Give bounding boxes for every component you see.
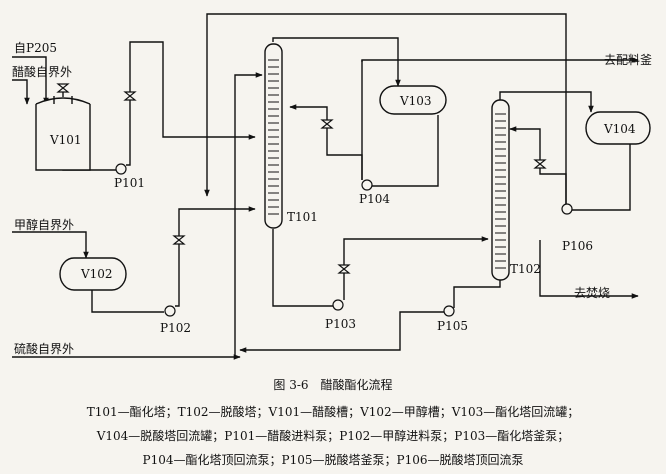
label-from-p205: 自P205 [14,41,57,55]
line-v102-to-p102 [91,290,164,313]
label-v102: V102 [81,267,113,281]
pump-p103[interactable] [332,299,344,311]
line-p104-reflux [289,104,363,180]
t101-column [264,43,283,229]
label-t101: T101 [287,210,318,224]
label-sulfuric-acid-in: 硫酸自界外 [14,342,75,356]
process-lines [12,13,639,360]
line-p106-recycle [204,13,567,204]
pump-p106[interactable] [561,203,573,215]
label-t102: T102 [510,262,541,276]
valve-p103[interactable] [337,264,351,274]
label-p103: P103 [325,317,356,331]
label-acetic-acid-in: 醋酸自界外 [12,65,73,79]
legend-line-1: T101—酯化塔；T102—脱酸塔；V101—醋酸槽；V102—甲醇槽；V103… [86,405,580,419]
v101-tank [35,96,91,171]
t102-column [491,99,510,281]
v102-drum [59,257,127,291]
legend-line-2: V104—脱酸塔回流罐；P101—醋酸进料泵；P102—甲醇进料泵；P103—酯… [96,429,570,443]
pump-p101[interactable] [115,163,127,175]
line-p102-to-t101 [175,206,256,307]
label-to-incineration: 去焚烧 [574,286,611,300]
legend-line-3: P104—酯化塔顶回流泵；P105—脱酸塔釜泵；P106—脱酸塔顶回流泵 [142,453,524,467]
pump-p104[interactable] [361,179,373,191]
line-t102-to-incineration [539,240,639,299]
valve-p106[interactable] [533,159,547,169]
label-p101: P101 [114,176,145,190]
label-methanol-in: 甲醇自界外 [14,218,75,232]
label-p105: P105 [437,319,468,333]
line-t102-to-p105 [453,280,501,308]
v104-drum [585,111,651,145]
valve-p102[interactable] [172,235,186,245]
line-methanol-in [12,231,89,259]
label-v104: V104 [604,122,636,136]
line-t101-overhead [272,37,401,87]
label-v103: V103 [400,94,432,108]
line-p101-to-t101 [126,41,256,166]
label-to-blending-kettle: 去配料釜 [604,53,653,67]
pump-p105[interactable] [443,305,455,317]
label-p102: P102 [160,321,191,335]
label-p104: P104 [359,192,390,206]
line-v104-to-p106 [572,144,631,211]
line-t102-overhead [499,91,594,113]
label-p106: P106 [562,239,593,253]
valve-p101[interactable] [123,91,137,101]
line-p103-to-t102 [343,236,489,300]
line-acetic-acid-in [12,79,30,105]
line-from-p205 [12,56,49,105]
line-v103-to-blending [361,57,639,63]
line-t101-to-p103 [272,229,333,307]
label-v101: V101 [50,133,82,147]
valve-p104[interactable] [320,119,334,129]
line-v103-to-p104 [372,115,439,187]
line-p105-recycle [239,311,444,353]
figure-title: 图 3-6 醋酸酯化流程 [273,378,393,392]
line-sulfuric-to-t101 [234,72,263,357]
valve-acetic-acid-in[interactable] [56,83,70,93]
v103-drum [379,85,447,115]
pump-p102[interactable] [164,305,176,317]
